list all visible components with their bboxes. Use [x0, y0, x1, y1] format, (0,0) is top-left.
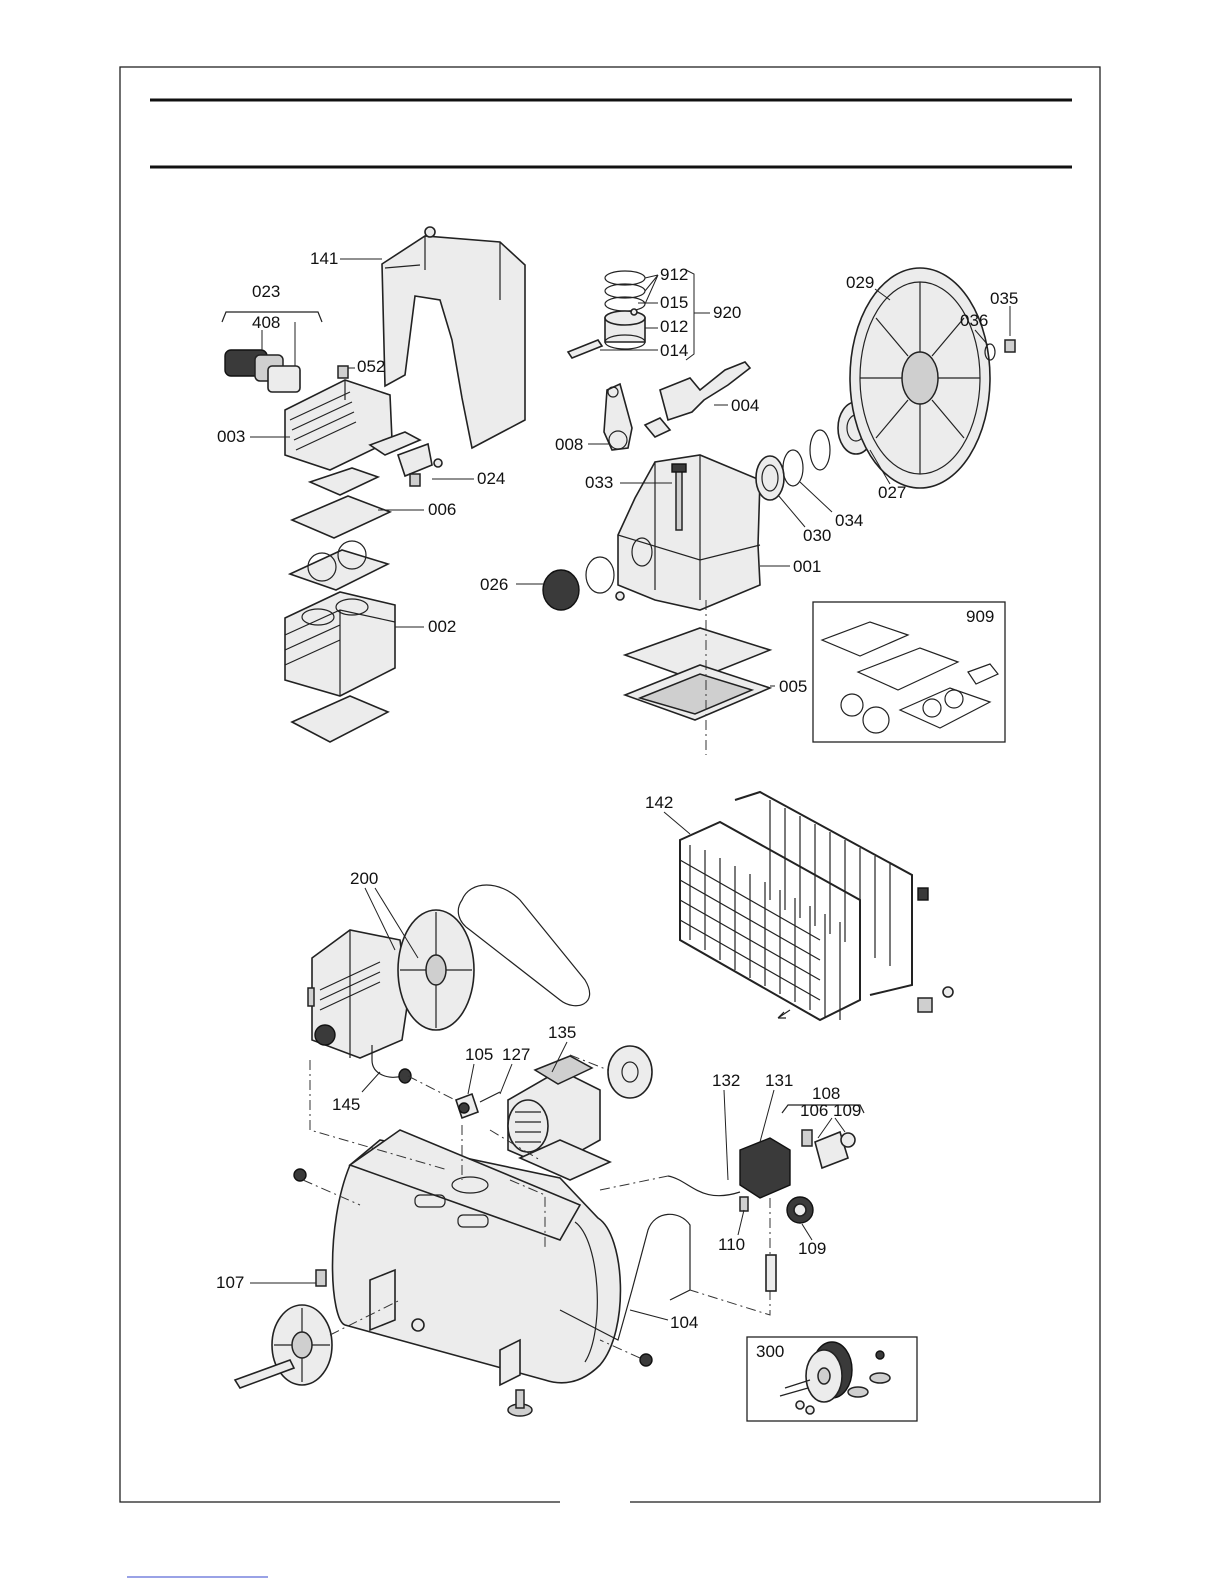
- callout-015: 015: [660, 293, 688, 312]
- callout-132: 132: [712, 1071, 740, 1090]
- callout-012: 012: [660, 317, 688, 336]
- cylinder-head-part: [285, 366, 392, 470]
- valve-plate-part: [290, 468, 390, 590]
- oil-cap-part: [543, 557, 624, 610]
- callout-141: 141: [310, 249, 338, 268]
- drain-valve-part: [766, 1255, 776, 1291]
- crankcase-part: [618, 455, 760, 610]
- callout-912: 912: [660, 265, 688, 284]
- callout-024: 024: [477, 469, 505, 488]
- callout-110: 110: [718, 1235, 745, 1254]
- callout-408: 408: [252, 313, 280, 332]
- callout-026: 026: [480, 575, 508, 594]
- callout-006: 006: [428, 500, 456, 519]
- callout-104: 104: [670, 1313, 698, 1332]
- callout-008: 008: [555, 435, 583, 454]
- electric-motor-part: [508, 1046, 652, 1180]
- flywheel-assembly-part: [398, 910, 474, 1030]
- callout-105: 105: [465, 1045, 493, 1064]
- pressure-regulator-part: [782, 1105, 864, 1223]
- pump-assembly-part: [308, 930, 408, 1058]
- callout-014: 014: [660, 341, 688, 360]
- callout-109-manometer: 109: [798, 1239, 826, 1258]
- pressure-switch-part: [668, 1138, 790, 1211]
- callout-027: 027: [878, 483, 906, 502]
- check-valve-part: [456, 1092, 500, 1118]
- bearing-part: [756, 430, 830, 500]
- callout-034: 034: [835, 511, 863, 530]
- callout-036: 036: [960, 311, 988, 330]
- callout-135: 135: [548, 1023, 576, 1042]
- callout-001: 001: [793, 557, 821, 576]
- callout-131: 131: [765, 1071, 793, 1090]
- grille-guard-part: [680, 792, 953, 1020]
- drive-belt-part: [458, 885, 589, 1006]
- callout-003: 003: [217, 427, 245, 446]
- callout-127: 127: [502, 1045, 530, 1064]
- callout-033: 033: [585, 473, 613, 492]
- callout-200: 200: [350, 869, 378, 888]
- callout-142: 142: [645, 793, 673, 812]
- callout-030: 030: [803, 526, 831, 545]
- callout-106: 106: [800, 1101, 828, 1120]
- callout-029: 029: [846, 273, 874, 292]
- callout-052: 052: [357, 357, 385, 376]
- callout-005: 005: [779, 677, 807, 696]
- callout-035: 035: [990, 289, 1018, 308]
- callout-920: 920: [713, 303, 741, 322]
- piston-set-part: [568, 271, 645, 358]
- footer-gap: [560, 1494, 630, 1506]
- cylinder-block-part: [285, 592, 395, 742]
- callout-300: 300: [756, 1342, 784, 1361]
- callout-002: 002: [428, 617, 456, 636]
- callout-909: 909: [966, 607, 994, 626]
- callout-004: 004: [731, 396, 759, 415]
- base-plate-part: [625, 628, 770, 720]
- callout-145: 145: [332, 1095, 360, 1114]
- callout-023: 023: [252, 282, 280, 301]
- callout-107: 107: [216, 1273, 244, 1292]
- connecting-rod-part: [604, 384, 632, 450]
- belt-guard-part: [382, 227, 525, 448]
- callout-109-gauge: 109: [833, 1101, 861, 1120]
